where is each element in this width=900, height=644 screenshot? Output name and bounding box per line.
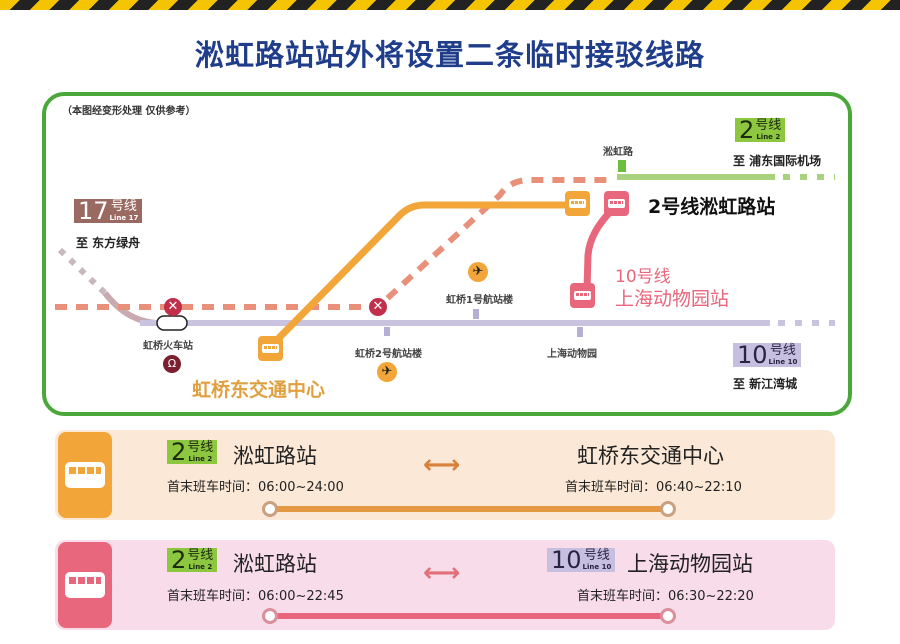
to-time: 首末班车时间：06:40~22:10 [565, 476, 742, 495]
time-value: 06:30~22:20 [668, 589, 754, 604]
shuttle-route-orange [269, 201, 580, 348]
line-17-destination: 至 东方绿舟 [76, 236, 141, 250]
from-station: 淞虹路站 [233, 444, 317, 468]
hazard-stripe [0, 0, 900, 10]
line-17 [102, 291, 161, 326]
songhong-station-label: 2号线淞虹路站 [648, 196, 776, 218]
line-number: 10 [737, 341, 768, 369]
airplane-icon: ✈ [468, 262, 488, 282]
time-value: 06:00~22:45 [258, 589, 344, 604]
line-number: 17 [78, 197, 109, 225]
zoo-label: 上海动物园 [547, 349, 597, 360]
line-cn: 号线 [583, 548, 610, 563]
line-cn: 号线 [187, 440, 214, 455]
zoo-line-label: 10号线 [615, 267, 671, 287]
bidirectional-arrow-icon: ⟷ [423, 450, 461, 480]
terminal-dot [262, 608, 278, 624]
bidirectional-arrow-icon: ⟷ [423, 558, 461, 588]
route-track [275, 506, 665, 512]
line-en: Line 10 [582, 563, 612, 571]
time-label: 首末班车时间： [565, 480, 657, 495]
map-note: （本图经变形处理 仅供参考） [62, 106, 196, 117]
line-number: 2 [171, 438, 187, 466]
time-value: 06:00~24:00 [258, 480, 344, 495]
route-track [275, 613, 665, 619]
time-label: 首末班车时间： [577, 589, 669, 604]
line-number: 10 [551, 546, 582, 574]
line-en: Line 2 [188, 563, 213, 571]
from-station: 淞虹路站 [233, 552, 317, 576]
time-value: 06:40~22:10 [656, 480, 742, 495]
line-en: Line 2 [188, 455, 213, 463]
airplane-icon: ✈ [377, 362, 397, 382]
route-map [42, 92, 852, 416]
line-10-destination: 至 新江湾城 [733, 377, 798, 391]
line-2-destination: 至 浦东国际机场 [733, 154, 822, 168]
to-station: 上海动物园站 [627, 552, 753, 576]
time-label: 首末班车时间： [167, 480, 259, 495]
line-number: 2 [171, 546, 187, 574]
line-en: Line 2 [756, 133, 781, 141]
terminal-dot [660, 501, 676, 517]
shuttle-route-pink [583, 207, 615, 291]
zoo-station-label: 上海动物园站 [615, 288, 730, 310]
line-en: Line 17 [109, 214, 139, 222]
line-cn: 号线 [755, 118, 782, 133]
closed-x-icon: ✕ [369, 298, 387, 316]
page-title: 淞虹路站站外将设置二条临时接驳线路 [194, 38, 705, 72]
line-cn: 号线 [110, 199, 137, 214]
from-time: 首末班车时间：06:00~22:45 [167, 585, 344, 604]
to-time: 首末班车时间：06:30~22:20 [577, 585, 754, 604]
bus-icon [258, 336, 283, 361]
line-number: 2 [739, 116, 755, 144]
terminal-dot [660, 608, 676, 624]
closed-x-icon: ✕ [164, 298, 182, 316]
bus-icon [58, 432, 112, 518]
line-en: Line 10 [768, 358, 798, 366]
hub-label: 虹桥东交通中心 [192, 379, 326, 401]
t1-label: 虹桥1号航站楼 [446, 295, 513, 306]
bus-icon [604, 191, 629, 216]
t1-tick [473, 309, 479, 319]
railway-icon: Ω [163, 355, 181, 373]
songhong-road-label: 淞虹路 [603, 147, 633, 158]
line-cn: 号线 [769, 343, 796, 358]
line-cn: 号线 [187, 548, 214, 563]
from-time: 首末班车时间：06:00~24:00 [167, 476, 344, 495]
zoo-tick [577, 327, 583, 337]
bus-icon [565, 191, 590, 216]
to-station: 虹桥东交通中心 [577, 444, 724, 468]
terminal-dot [262, 501, 278, 517]
t2-tick [384, 327, 390, 336]
line-17-dotted [57, 247, 108, 296]
songhong-tick [618, 160, 626, 172]
bus-icon [58, 542, 112, 628]
bus-icon [570, 283, 595, 308]
hongqiao-rail-label: 虹桥火车站 [143, 341, 193, 352]
t2-label: 虹桥2号航站楼 [355, 349, 422, 360]
time-label: 首末班车时间： [167, 589, 259, 604]
rail-station-marker [156, 315, 188, 331]
closed-section-dashed [55, 177, 612, 310]
